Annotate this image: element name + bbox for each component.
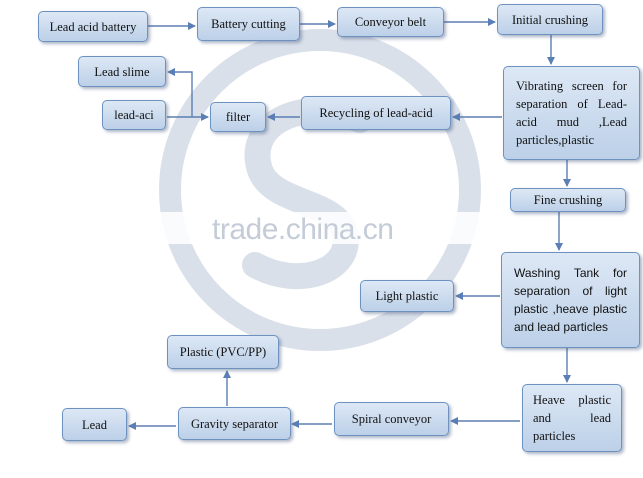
node-lead-acid-battery: Lead acid battery [38,11,148,42]
node-vibrating-screen: Vibrating screen for separation of Lead-… [503,66,640,160]
watermark-text: trade.china.cn [212,213,394,246]
node-heave-plastic-lead-particles: Heave plastic and lead particles [522,384,622,452]
node-gravity-separator: Gravity separator [178,407,291,440]
node-conveyor-belt: Conveyor belt [337,7,444,37]
node-lead: Lead [62,408,127,441]
node-fine-crushing: Fine crushing [510,188,626,212]
node-battery-cutting: Battery cutting [197,7,300,41]
node-lead-aci: lead-aci [102,100,166,130]
node-plastic-pvc-pp: Plastic (PVC/PP) [167,335,279,369]
node-recycling-lead-acid: Recycling of lead-acid [301,96,451,130]
arrow-filter-to-leadslime [167,68,193,117]
node-spiral-conveyor: Spiral conveyor [334,402,449,436]
node-filter: filter [210,102,266,132]
node-lead-slime: Lead slime [78,56,166,87]
node-initial-crushing: Initial crushing [497,4,603,35]
node-light-plastic: Light plastic [360,280,454,312]
node-washing-tank: Washing Tank for separation of light pla… [501,252,640,348]
